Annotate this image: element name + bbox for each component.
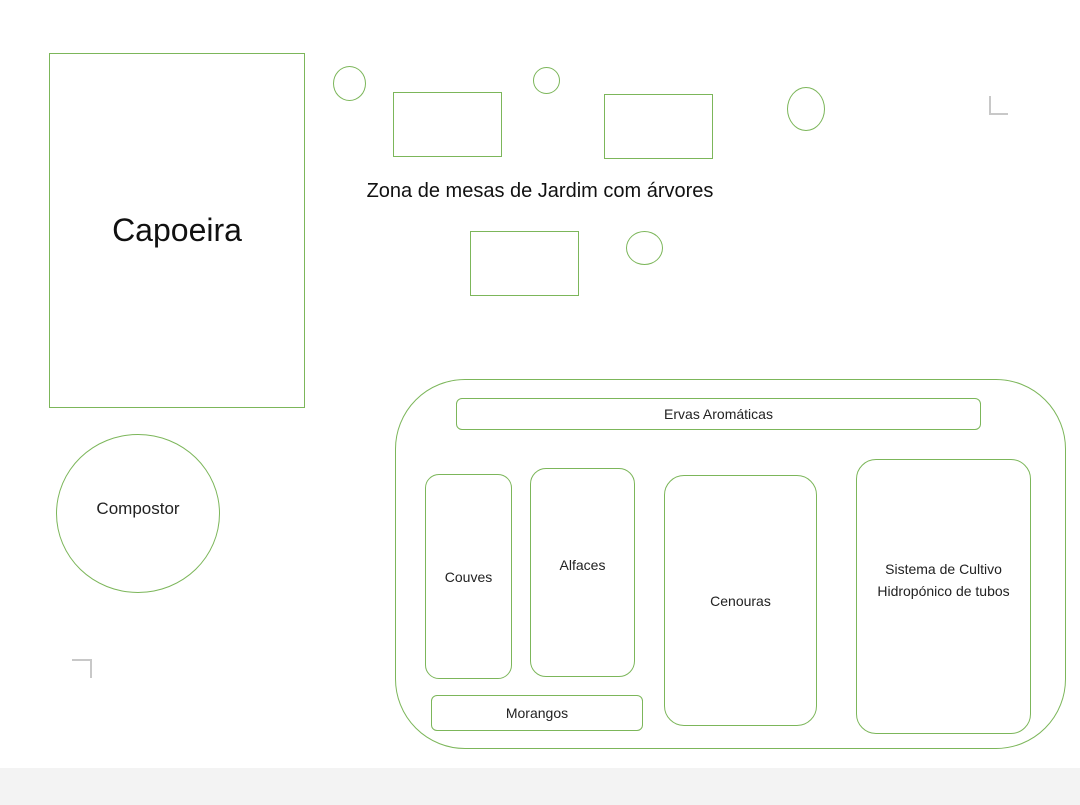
garden-table (604, 94, 713, 159)
corner-mark (989, 96, 991, 115)
ervas-bed: Ervas Aromáticas (456, 398, 981, 430)
garden-table (393, 92, 502, 157)
corner-mark (72, 659, 91, 661)
compostor-area: Compostor (56, 434, 220, 593)
compostor-label: Compostor (96, 498, 180, 518)
hidroponico-label: Sistema de Cultivo Hidropónico de tubos (877, 561, 1010, 599)
capoeira-label: Capoeira (112, 212, 242, 248)
alfaces-bed: Alfaces (530, 468, 635, 677)
cenouras-bed: Cenouras (664, 475, 817, 726)
tree (333, 66, 366, 101)
couves-bed: Couves (425, 474, 512, 679)
morangos-label: Morangos (505, 705, 569, 721)
tree (533, 67, 560, 94)
capoeira-area: Capoeira (49, 53, 305, 408)
ervas-label: Ervas Aromáticas (664, 406, 773, 422)
cenouras-label: Cenouras (710, 592, 771, 609)
tree (787, 87, 825, 131)
garden-table (470, 231, 579, 296)
couves-label: Couves (444, 568, 493, 585)
corner-mark (989, 113, 1008, 115)
corner-mark (90, 659, 92, 678)
hidroponico-bed: Sistema de Cultivo Hidropónico de tubos (856, 459, 1031, 734)
tree (626, 231, 663, 265)
alfaces-label: Alfaces (559, 557, 606, 573)
morangos-bed: Morangos (431, 695, 643, 731)
zona-mesas-label: Zona de mesas de Jardim com árvores (366, 179, 714, 202)
horta-area (395, 379, 1066, 749)
footer-bar (0, 768, 1080, 805)
